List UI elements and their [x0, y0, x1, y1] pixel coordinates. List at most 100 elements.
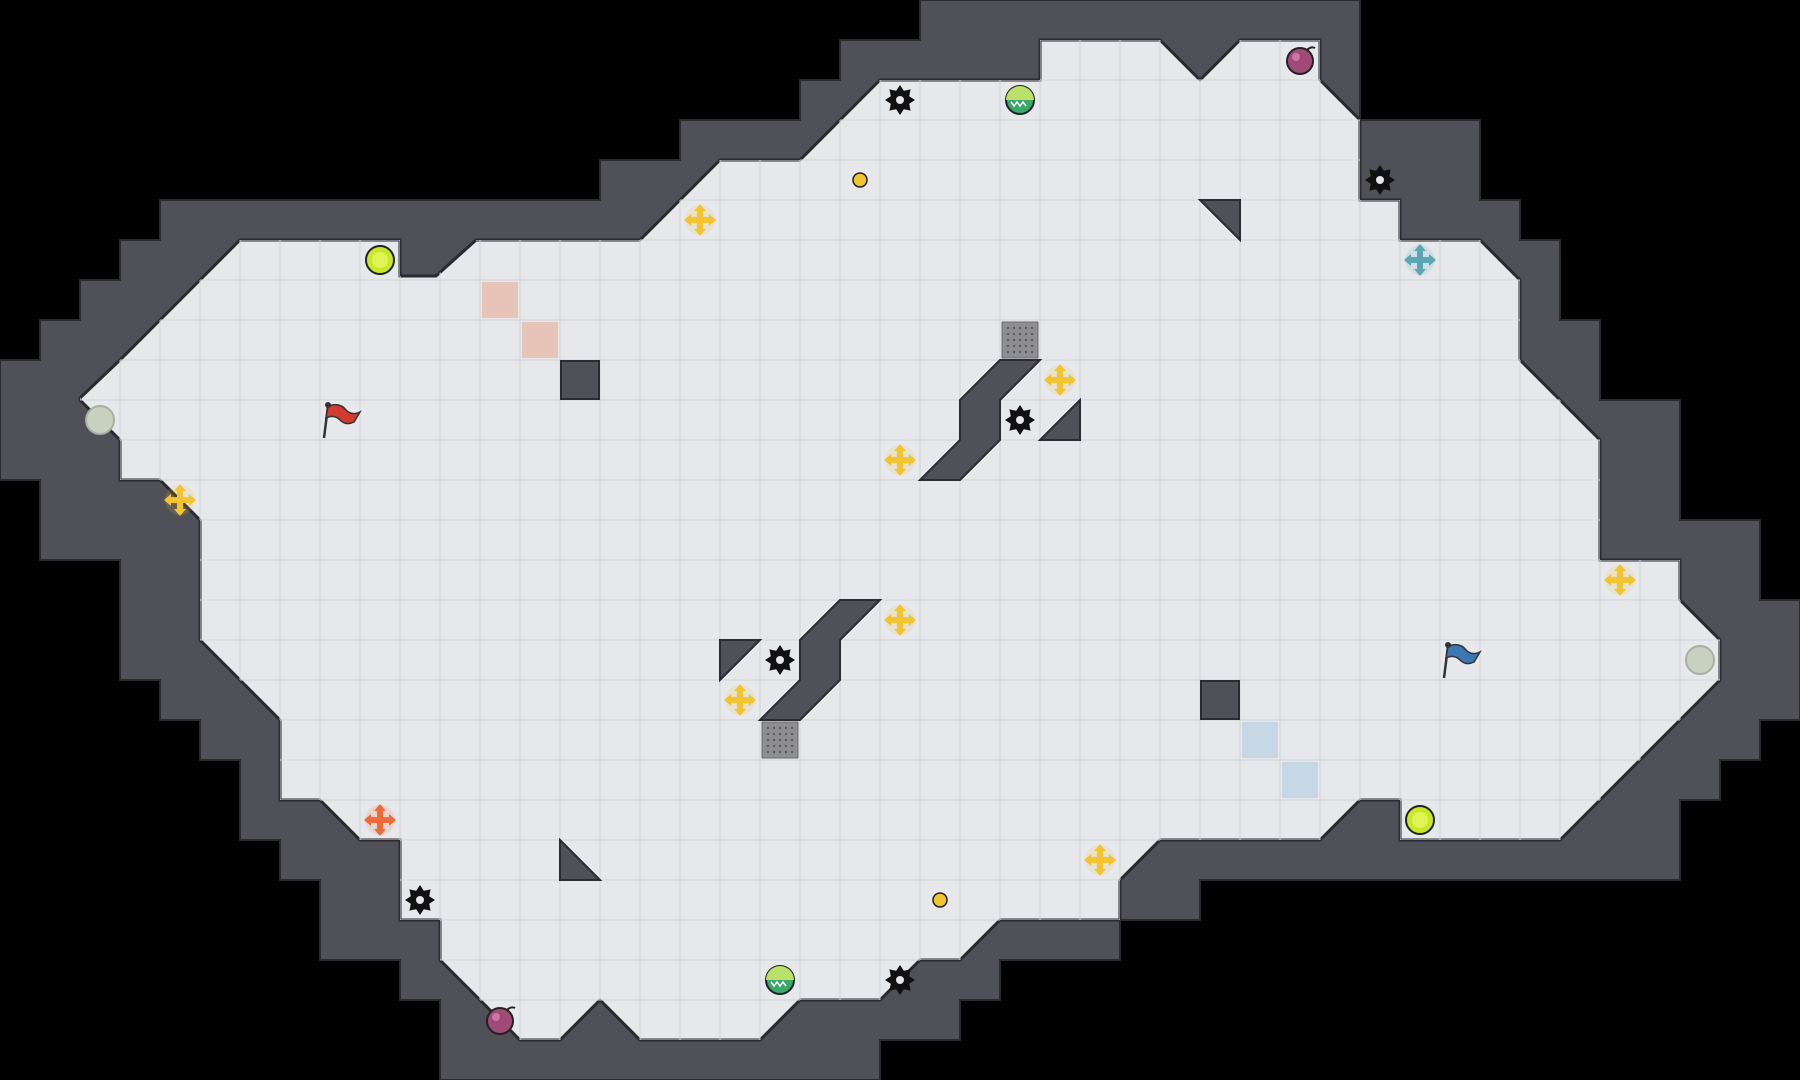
boost-bar-v: [377, 807, 383, 833]
flag-knob: [325, 402, 331, 408]
gate-dot: [1030, 332, 1034, 336]
blue-team-tile: [1282, 762, 1318, 798]
gate-dot: [1030, 344, 1034, 348]
gate-dot: [1012, 338, 1016, 342]
boost-arrow-up: [694, 204, 706, 211]
boost-arrow-down: [1614, 589, 1626, 596]
boost-arrow-right: [1429, 254, 1436, 266]
boost-arrow-right: [909, 454, 916, 466]
gate-dot: [766, 726, 770, 730]
bomb-fuse: [1306, 46, 1316, 51]
boost-arrow-down: [1054, 389, 1066, 396]
gate-dot: [784, 738, 788, 742]
gate-dot: [1006, 332, 1010, 336]
gate-dot: [766, 750, 770, 754]
gate-dot: [1024, 338, 1028, 342]
portal-icon[interactable]: [85, 405, 115, 435]
portal-icon[interactable]: [1685, 645, 1715, 675]
neutral-boost-icon: [684, 204, 716, 236]
gate-dot: [1024, 350, 1028, 354]
small-marker-icon: [852, 172, 868, 188]
neutral-boost-icon: [164, 484, 196, 516]
red-flag-icon[interactable]: [322, 402, 362, 439]
gate-dot: [1018, 338, 1022, 342]
flag-cloth: [1445, 643, 1482, 665]
boost-arrow-left: [164, 494, 171, 506]
gate-dot: [1006, 338, 1010, 342]
gate-dot: [766, 732, 770, 736]
boost-bar-v: [1097, 847, 1103, 873]
spike-core: [1016, 416, 1024, 424]
diagonal-wall: [757, 599, 883, 721]
boost-arrow-down: [894, 469, 906, 476]
team-powerup-top: [766, 966, 794, 980]
flag-cloth: [325, 403, 362, 425]
bomb-icon: [486, 1007, 514, 1035]
gate-dot: [778, 744, 782, 748]
boost-arrow-left: [1084, 854, 1091, 866]
powerup-shine: [1412, 812, 1428, 828]
bomb-shine: [492, 1013, 500, 1021]
boost-bar-v: [697, 207, 703, 233]
boost-bar-v: [1617, 567, 1623, 593]
boost-bar-v: [1417, 247, 1423, 273]
spike-core: [896, 976, 904, 984]
blue-boost-icon: [1404, 244, 1436, 276]
gate-dot: [784, 750, 788, 754]
boost-arrow-down: [694, 229, 706, 236]
boost-arrow-left: [684, 214, 691, 226]
neutral-boost-icon: [1604, 564, 1636, 596]
gate-dot: [772, 750, 776, 754]
blue-team-tile: [1242, 722, 1278, 758]
boost-arrow-left: [364, 814, 371, 826]
gate-dot: [1030, 350, 1034, 354]
gate-dot: [1024, 344, 1028, 348]
gate-dot: [1012, 326, 1016, 330]
diagonal-wall: [719, 639, 763, 683]
gate-dot: [1024, 326, 1028, 330]
spike-core: [1376, 176, 1384, 184]
gate-dot: [1018, 326, 1022, 330]
boost-arrow-left: [884, 454, 891, 466]
gate-dot: [772, 738, 776, 742]
boost-arrow-left: [1604, 574, 1611, 586]
gate-dot: [766, 738, 770, 742]
blue-flag-icon[interactable]: [1442, 642, 1482, 679]
boost-bar-v: [897, 447, 903, 473]
boost-arrow-down: [1414, 269, 1426, 276]
boost-bar-v: [177, 487, 183, 513]
gate-dot: [790, 726, 794, 730]
boost-arrow-right: [1069, 374, 1076, 386]
gate-dot: [790, 744, 794, 748]
boost-arrow-down: [894, 629, 906, 636]
boost-arrow-right: [1109, 854, 1116, 866]
gate-dot: [790, 732, 794, 736]
gate-dot: [766, 744, 770, 748]
boost-bar-v: [1057, 367, 1063, 393]
gate-dot: [772, 732, 776, 736]
boost-arrow-up: [174, 484, 186, 491]
gate-dot: [778, 726, 782, 730]
flag-knob: [1445, 642, 1451, 648]
boost-arrow-right: [1629, 574, 1636, 586]
boost-arrow-right: [749, 694, 756, 706]
spike-core: [776, 656, 784, 664]
gate-dot: [1018, 350, 1022, 354]
gate-dot: [1012, 332, 1016, 336]
diagonal-wall: [1037, 397, 1081, 441]
diagonal-wall: [559, 837, 603, 881]
boost-arrow-down: [174, 509, 186, 516]
powerup-shine: [372, 252, 388, 268]
bomb-shine: [1292, 53, 1300, 61]
team-powerup-zigzag: [1010, 100, 1027, 108]
gate-dot: [790, 738, 794, 742]
gate-dot: [778, 738, 782, 742]
team-powerup-zigzag: [770, 980, 787, 988]
gate-dot: [1006, 344, 1010, 348]
neutral-boost-icon: [884, 444, 916, 476]
boost-arrow-up: [894, 444, 906, 451]
small-marker-icon: [932, 892, 948, 908]
neutral-boost-icon: [1044, 364, 1076, 396]
wall-block: [560, 360, 600, 400]
